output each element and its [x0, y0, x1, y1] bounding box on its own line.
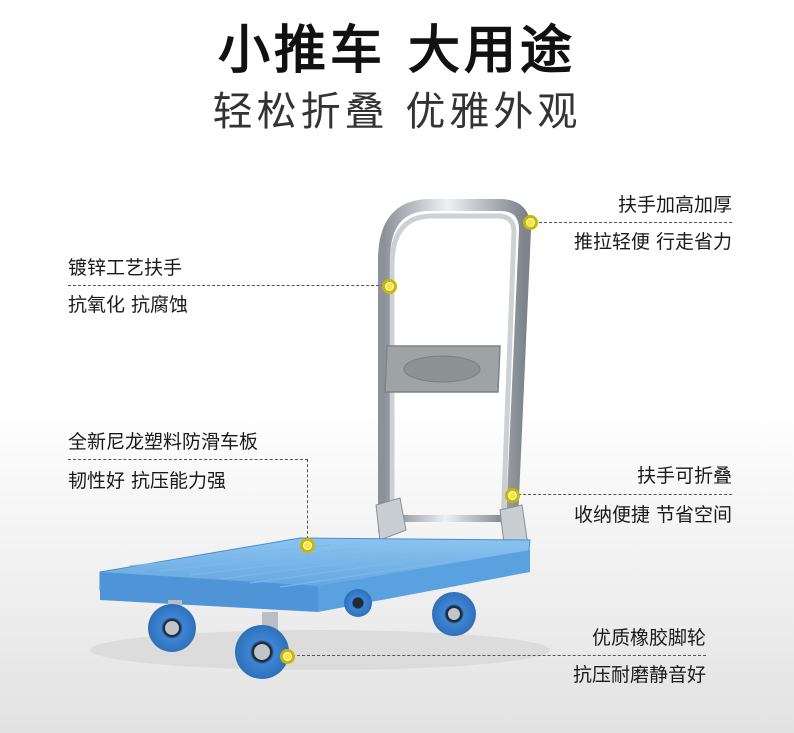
fold-hinge-left — [375, 497, 407, 541]
floor-shadow — [90, 630, 550, 670]
callout-handle-right-line2: 推拉轻便 行走省力 — [573, 231, 732, 253]
deck-side — [318, 550, 530, 612]
marker-dot-icon — [505, 488, 520, 503]
callout-deck-line1: 全新尼龙塑料防滑车板 — [68, 431, 259, 453]
callout-deck-leader-vertical — [307, 459, 308, 539]
callout-fold-leader — [518, 494, 732, 495]
page-subtitle: 轻松折叠 优雅外观 — [212, 89, 582, 135]
callout-deck-line2: 韧性好 抗压能力强 — [68, 470, 227, 492]
callout-handle-left-line2: 抗氧化 抗腐蚀 — [68, 294, 189, 316]
marker-dot-icon — [300, 538, 315, 553]
marker-dot-icon — [382, 279, 397, 294]
callout-wheels-line2: 抗压耐磨静音好 — [572, 664, 706, 686]
callout-wheels-leader — [292, 655, 706, 656]
callout-handle-right-leader — [534, 222, 732, 223]
callout-handle-left-line1: 镀锌工艺扶手 — [68, 257, 183, 279]
page-title: 小推车 大用途 — [217, 21, 577, 81]
marker-dot-icon — [523, 215, 538, 230]
fold-cross-bar — [396, 515, 506, 522]
wheel-rear-left — [344, 589, 372, 617]
callout-fold-line1: 扶手可折叠 — [636, 465, 732, 487]
deck-front — [100, 572, 318, 612]
callout-handle-right-line1: 扶手加高加厚 — [617, 194, 732, 216]
callout-deck-leader — [68, 459, 308, 460]
callout-fold-line2: 收纳便捷 节省空间 — [573, 504, 732, 526]
handle-right-tube — [389, 213, 517, 526]
marker-dot-icon — [280, 649, 295, 664]
callout-wheels-line1: 优质橡胶脚轮 — [591, 627, 706, 649]
callout-handle-left-leader — [68, 285, 384, 286]
